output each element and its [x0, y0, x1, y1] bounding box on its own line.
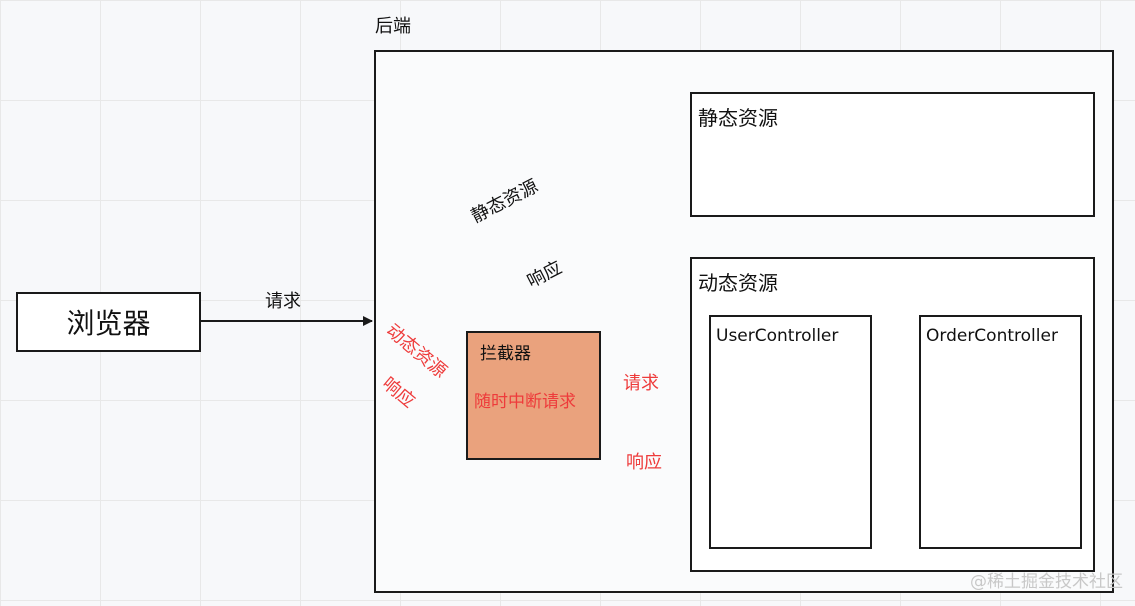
interceptor-desc: 随时中断请求 [474, 392, 576, 412]
user-controller-box: UserController [709, 315, 872, 549]
edge-label-browser-request: 请求 [265, 291, 301, 312]
static-resources-title: 静态资源 [698, 106, 778, 130]
interceptor-title: 拦截器 [480, 344, 531, 364]
order-controller-box: OrderController [919, 315, 1082, 549]
watermark: @稀土掘金技术社区 [970, 572, 1123, 592]
browser-box: 浏览器 [16, 292, 201, 352]
browser-label: 浏览器 [66, 307, 151, 340]
interceptor-box: 拦截器 随时中断请求 [466, 331, 601, 460]
order-controller-label: OrderController [926, 326, 1058, 346]
edge-label-interceptor-request: 请求 [623, 373, 659, 394]
edge-label-interceptor-response: 响应 [626, 452, 662, 473]
dynamic-resources-title: 动态资源 [698, 271, 778, 295]
backend-title: 后端 [375, 16, 411, 37]
user-controller-label: UserController [716, 326, 839, 346]
static-resources-box: 静态资源 [690, 92, 1095, 217]
